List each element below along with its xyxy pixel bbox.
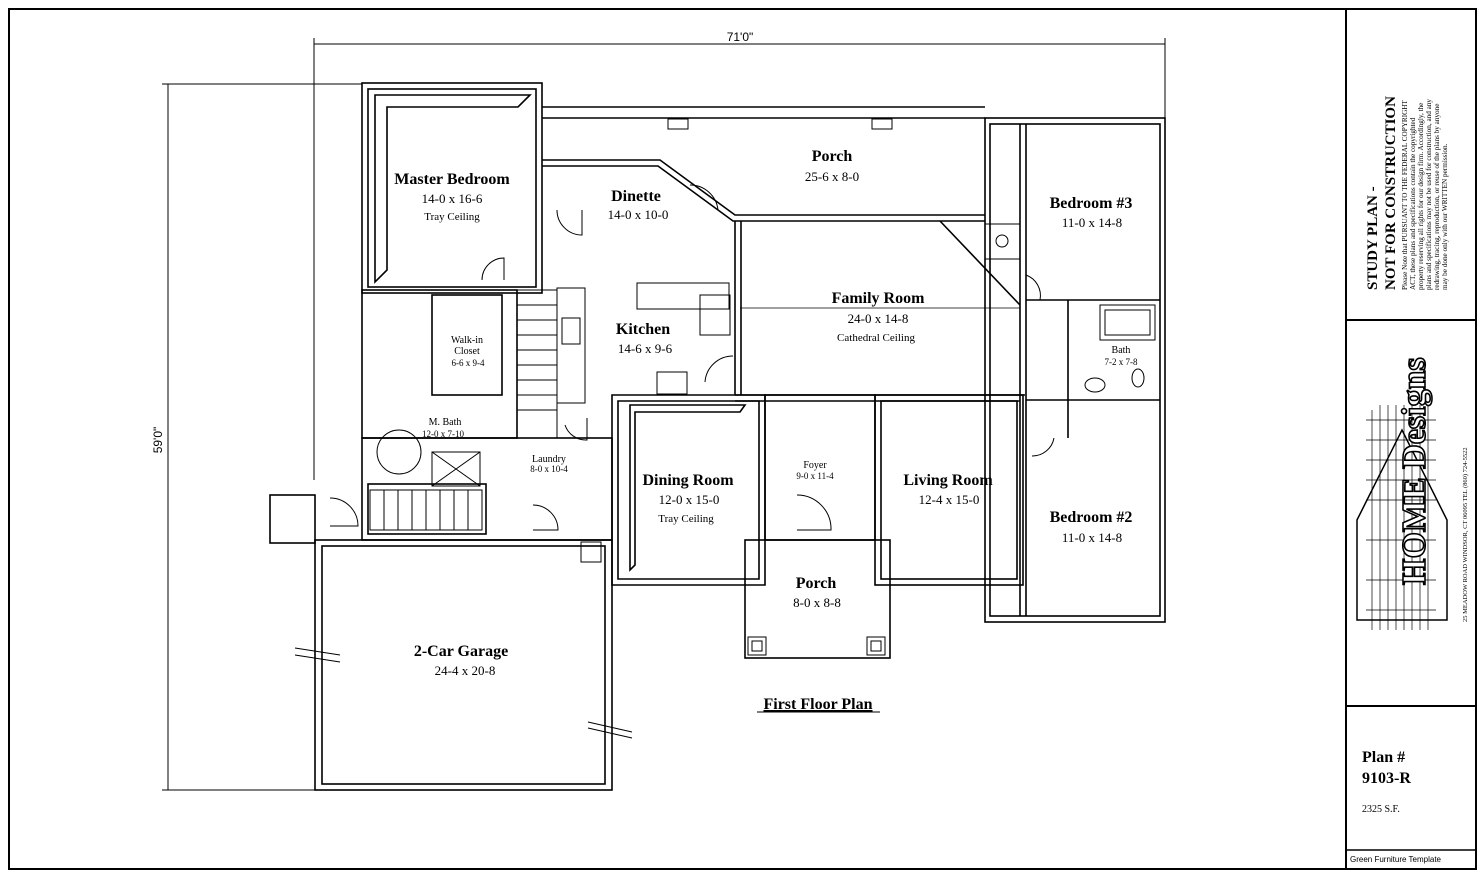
plan-label: Plan # [1362, 749, 1405, 766]
logo-wordmark: HOME Designs [1396, 357, 1433, 585]
svg-text:14-0 x 16-6: 14-0 x 16-6 [422, 191, 483, 206]
room-bath: Bath 7-2 x 7-8 [1105, 345, 1138, 367]
svg-text:plans and specifications may n: plans and specifications may not be used… [1425, 99, 1433, 290]
svg-text:Dining Room: Dining Room [642, 472, 734, 489]
svg-text:Master Bedroom: Master Bedroom [394, 171, 510, 188]
room-m-bath: M. Bath 12-0 x 7-10 [422, 417, 464, 439]
svg-text:24-4 x 20-8: 24-4 x 20-8 [435, 663, 496, 678]
fixtures [294, 118, 1156, 739]
svg-text:Dinette: Dinette [611, 188, 661, 205]
room-master-bedroom: Master Bedroom 14-0 x 16-6 Tray Ceiling [394, 171, 510, 223]
room-living-room: Living Room 12-4 x 15-0 [903, 472, 993, 507]
svg-text:24-0 x 14-8: 24-0 x 14-8 [848, 311, 909, 326]
svg-text:12-0 x 15-0: 12-0 x 15-0 [659, 492, 720, 507]
svg-text:8-0 x 10-4: 8-0 x 10-4 [530, 464, 568, 474]
room-bedroom-2: Bedroom #2 11-0 x 14-8 [1050, 509, 1133, 545]
room-porch-rear: Porch 25-6 x 8-0 [805, 148, 859, 184]
sheet-border [8, 8, 1477, 870]
svg-text:12-0 x 7-10: 12-0 x 7-10 [422, 429, 464, 439]
room-family-room: Family Room 24-0 x 14-8 Cathedral Ceilin… [832, 290, 926, 344]
svg-text:14-6 x 9-6: 14-6 x 9-6 [618, 341, 673, 356]
plan-number: 9103-R [1362, 770, 1411, 787]
svg-text:Bedroom #2: Bedroom #2 [1050, 509, 1133, 526]
footer-template: Green Furniture Template [1350, 855, 1442, 864]
title-block-notice: STUDY PLAN - NOT FOR CONSTRUCTION Please… [1365, 96, 1449, 290]
svg-text:6-6 x 9-4: 6-6 x 9-4 [452, 358, 485, 368]
svg-text:Tray Ceiling: Tray Ceiling [424, 211, 480, 223]
svg-text:14-0 x 10-0: 14-0 x 10-0 [608, 207, 669, 222]
width-dimension-label: 71'0" [727, 30, 754, 44]
room-garage: 2-Car Garage 24-4 x 20-8 [414, 643, 508, 678]
room-porch-front: Porch 8-0 x 8-8 [793, 575, 841, 610]
svg-text:Kitchen: Kitchen [616, 321, 670, 338]
svg-text:11-0 x 14-8: 11-0 x 14-8 [1062, 215, 1122, 230]
study-plan-line2: NOT FOR CONSTRUCTION [1383, 96, 1399, 290]
room-dinette: Dinette 14-0 x 10-0 [608, 188, 669, 222]
svg-text:9-0 x 11-4: 9-0 x 11-4 [796, 471, 834, 481]
exterior-walls [269, 82, 1166, 791]
room-walkin-closet: Walk-in Closet 6-6 x 9-4 [451, 335, 485, 368]
home-designs-logo: HOME Designs 25 MEADOW ROAD WINDSOR, CT … [1356, 357, 1469, 630]
svg-text:12-4 x 15-0: 12-4 x 15-0 [919, 492, 980, 507]
svg-text:Laundry: Laundry [532, 454, 566, 465]
svg-text:property reserving all rights: property reserving all rights for our de… [1417, 103, 1425, 290]
svg-text:ACT, these plans and specifica: ACT, these plans and specifications cont… [1409, 117, 1417, 290]
room-dining-room: Dining Room 12-0 x 15-0 Tray Ceiling [642, 472, 734, 525]
room-foyer: Foyer 9-0 x 11-4 [796, 460, 834, 481]
svg-text:7-2 x 7-8: 7-2 x 7-8 [1105, 357, 1138, 367]
svg-text:Living Room: Living Room [903, 472, 993, 489]
dimension-depth [162, 83, 362, 791]
svg-text:Walk-in: Walk-in [451, 335, 483, 346]
svg-text:Foyer: Foyer [803, 460, 827, 471]
plan-title: First Floor Plan [763, 696, 872, 713]
svg-text:2-Car Garage: 2-Car Garage [414, 643, 508, 660]
room-bedroom-3: Bedroom #3 11-0 x 14-8 [1050, 195, 1133, 230]
svg-text:8-0 x 8-8: 8-0 x 8-8 [793, 595, 841, 610]
svg-text:Family Room: Family Room [832, 290, 926, 307]
svg-text:Porch: Porch [796, 575, 837, 592]
svg-text:25-6 x 8-0: 25-6 x 8-0 [805, 169, 859, 184]
svg-text:Tray Ceiling: Tray Ceiling [658, 513, 714, 525]
svg-text:Bedroom #3: Bedroom #3 [1050, 195, 1133, 212]
svg-text:Please Note that PURSUANT TO T: Please Note that PURSUANT TO THE FEDERAL… [1401, 100, 1409, 290]
svg-text:may be done only with our WRIT: may be done only with our WRITTEN permis… [1441, 143, 1449, 290]
dimension-width [313, 38, 1166, 480]
svg-text:Closet: Closet [454, 346, 480, 357]
svg-text:11-0 x 14-8: 11-0 x 14-8 [1062, 530, 1122, 545]
svg-text:Porch: Porch [812, 148, 853, 165]
study-plan-line1: STUDY PLAN - [1365, 186, 1381, 290]
depth-dimension-label: 59'0" [151, 427, 165, 454]
stair-treads [369, 289, 558, 531]
svg-text:redrawing, tracing, reproducti: redrawing, tracing, reproduction, or reu… [1433, 104, 1441, 290]
room-laundry: Laundry 8-0 x 10-4 [530, 454, 568, 474]
svg-text:Cathedral Ceiling: Cathedral Ceiling [837, 332, 915, 344]
svg-text:M. Bath: M. Bath [429, 417, 462, 428]
logo-address: 25 MEADOW ROAD WINDSOR, CT 06095 TEL (86… [1462, 447, 1469, 622]
room-kitchen: Kitchen 14-6 x 9-6 [616, 321, 673, 356]
svg-text:Bath: Bath [1112, 345, 1131, 356]
square-feet: 2325 S.F. [1362, 804, 1400, 815]
